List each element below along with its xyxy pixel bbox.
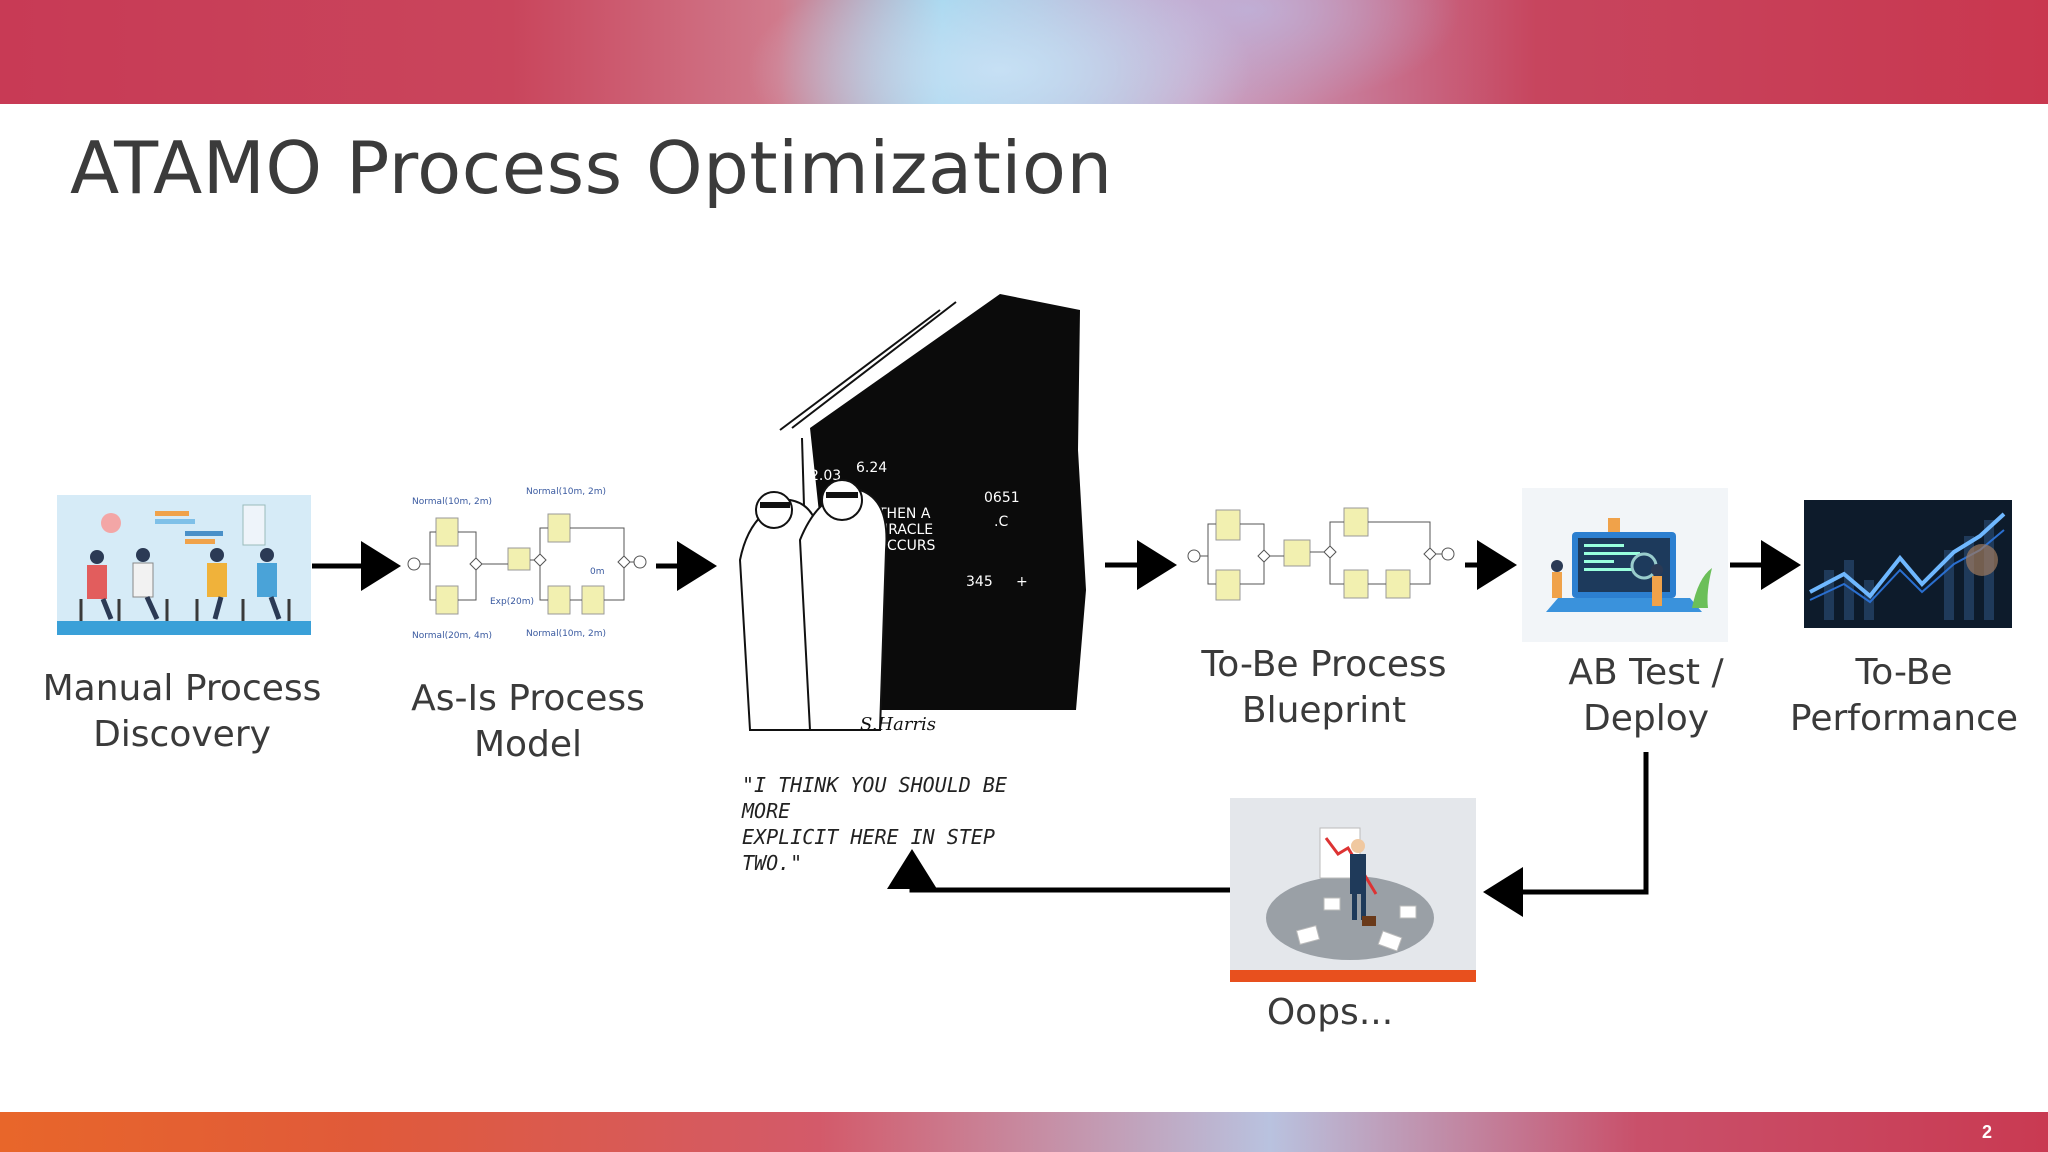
step-label-line: As-Is Process (411, 678, 645, 719)
page-number: 2 (1981, 1122, 1992, 1142)
svg-text:+: + (1016, 574, 1028, 590)
to-be-process-blueprint-diagram (1180, 490, 1462, 626)
model-label: Normal(10m, 2m) (526, 487, 606, 497)
step-label-line: Oops... (1266, 992, 1394, 1033)
arrow-feedback-back (887, 849, 1232, 893)
board-text: THEN A (877, 506, 931, 522)
svg-text:.C: .C (994, 514, 1008, 530)
top-decorative-band (0, 0, 2048, 104)
caption-line: EXPLICIT HERE IN STEP TWO." (742, 825, 995, 875)
model-label: Exp(20m) (490, 597, 534, 607)
step-label-perf: To-Be Performance (1744, 650, 2048, 742)
step-label-line: Performance (1789, 698, 2019, 739)
svg-text:6.24: 6.24 (856, 460, 887, 476)
step-label-line: Discovery (93, 714, 271, 755)
caption-line: "I THINK YOU SHOULD BE MORE (742, 773, 1007, 823)
step-label-manual: Manual Process Discovery (22, 666, 342, 758)
model-label: Normal(10m, 2m) (412, 497, 492, 507)
cartoon-signature: S.Harris (860, 714, 936, 735)
step-label-abtest: AB Test / Deploy (1486, 650, 1806, 742)
step-label-line: To-Be (1855, 652, 1953, 693)
step-label-asis: As-Is Process Model (368, 676, 688, 768)
oops-illustration (1230, 798, 1476, 982)
svg-text:345: 345 (966, 574, 993, 590)
ab-test-deploy-illustration (1522, 488, 1728, 642)
step-label-line: Deploy (1582, 698, 1710, 739)
manual-discovery-illustration (57, 495, 311, 635)
step-label-line: AB Test / (1568, 652, 1724, 693)
svg-text:0651: 0651 (984, 490, 1020, 506)
model-label: Normal(10m, 2m) (526, 629, 606, 639)
to-be-performance-illustration (1804, 500, 2012, 628)
model-label: Normal(20m, 4m) (412, 631, 492, 641)
step-label-line: Model (473, 724, 583, 765)
step-label-line: To-Be Process (1201, 644, 1447, 685)
slide-title: ATAMO Process Optimization (70, 126, 1113, 210)
as-is-process-model-diagram: Normal(10m, 2m) Normal(10m, 2m) Exp(20m)… (400, 480, 656, 650)
step-label-oops: Oops... (1190, 990, 1470, 1036)
step-label-line: Blueprint (1241, 690, 1407, 731)
arrow-feedback-down (1483, 752, 1649, 917)
svg-text:2.03: 2.03 (810, 468, 841, 484)
bottom-decorative-band (0, 1112, 2048, 1152)
step-label-line: Manual Process (42, 668, 322, 709)
board-text: OCCURS (876, 538, 936, 554)
step-label-tobe: To-Be Process Blueprint (1164, 642, 1484, 734)
cartoon-caption: "I THINK YOU SHOULD BE MORE EXPLICIT HER… (742, 772, 1062, 876)
model-label: 0m (590, 567, 605, 577)
